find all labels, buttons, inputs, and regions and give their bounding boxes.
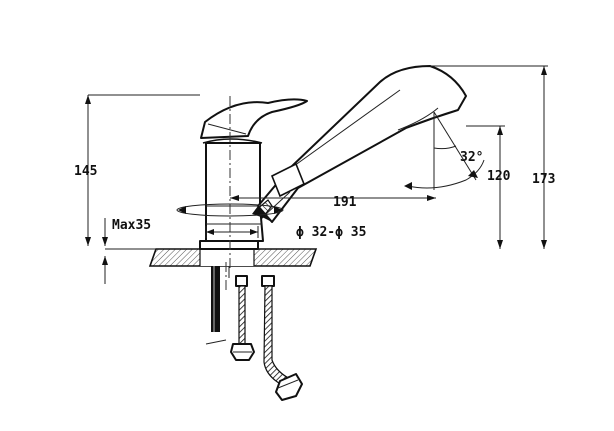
dimension-145: 145 <box>74 94 200 246</box>
dimension-145-label: 145 <box>74 164 97 179</box>
dimension-angle-32: 32° <box>433 111 483 190</box>
dimension-173: 173 <box>430 65 555 249</box>
dimension-hole-diameter: ϕ 32-ϕ 35 <box>205 225 366 240</box>
rotation-arrow-icon <box>176 203 284 217</box>
dimension-191: 191 <box>230 195 436 210</box>
dimension-173-label: 173 <box>532 172 555 187</box>
faucet-body <box>199 138 264 250</box>
dimension-angle-label: 32° <box>460 150 483 165</box>
supply-hose-left <box>230 275 255 361</box>
hose-centerlines <box>205 262 230 345</box>
countertop-deck <box>148 248 318 267</box>
lever-handle <box>200 98 308 139</box>
pull-out-spout <box>252 65 467 223</box>
spray-head-arc <box>404 159 485 190</box>
dimension-120: 120 <box>466 125 511 249</box>
dimension-hole-label: ϕ 32-ϕ 35 <box>296 225 366 240</box>
dimension-120-label: 120 <box>487 169 511 184</box>
dimension-max35: Max35 <box>102 218 156 284</box>
threaded-rod <box>211 266 220 332</box>
dimension-191-label: 191 <box>333 195 357 210</box>
supply-hose-right <box>261 275 303 401</box>
dimension-max35-label: Max35 <box>112 218 151 233</box>
